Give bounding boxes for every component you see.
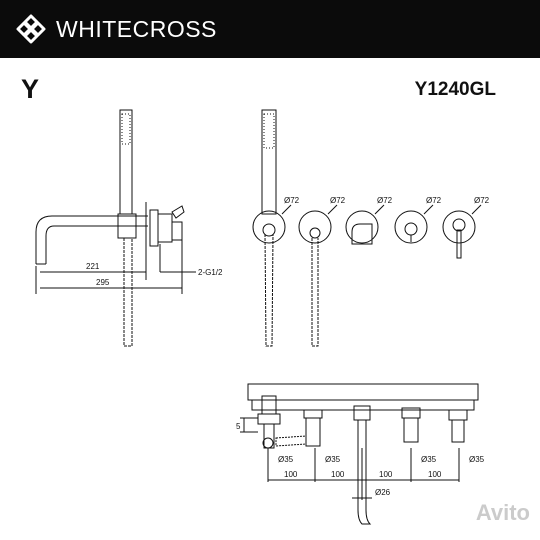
diameter-label-5: Ø72 bbox=[474, 196, 490, 205]
bottom-view bbox=[240, 383, 479, 525]
diameter-label-4: Ø72 bbox=[426, 196, 442, 205]
diameter-label-2: Ø72 bbox=[330, 196, 346, 205]
spout-diameter-label: Ø26 bbox=[375, 488, 391, 497]
front-hose bbox=[264, 233, 274, 347]
spout-inner bbox=[45, 225, 148, 264]
shower-holder bbox=[117, 213, 137, 239]
wall-plate bbox=[149, 209, 159, 247]
valve-2 bbox=[298, 210, 332, 244]
base-diameter-label-4: Ø35 bbox=[469, 455, 485, 464]
valve-1 bbox=[252, 210, 286, 244]
concealed-box bbox=[247, 383, 479, 401]
spout-outer bbox=[35, 215, 148, 264]
front-hand-shower bbox=[261, 109, 277, 215]
base-diameter-label-1: Ø35 bbox=[278, 455, 294, 464]
diameter-label-1: Ø72 bbox=[284, 196, 300, 205]
front-hose-2 bbox=[311, 238, 319, 347]
spacing-label-2: 100 bbox=[331, 470, 345, 479]
spacing-label-1: 100 bbox=[284, 470, 298, 479]
lever-handle bbox=[171, 205, 185, 219]
base-diameter-label-3: Ø35 bbox=[421, 455, 437, 464]
spacing-label-4: 100 bbox=[428, 470, 442, 479]
brand-name: WHITECROSS bbox=[56, 16, 217, 42]
hose bbox=[123, 238, 133, 347]
header-bar: WHITECROSS bbox=[0, 0, 540, 58]
diameter-label-3: Ø72 bbox=[377, 196, 393, 205]
lever-5 bbox=[456, 229, 462, 259]
dim-depth-label: 5 bbox=[236, 422, 241, 431]
model-code: Y1240GL bbox=[414, 79, 496, 100]
valve-5 bbox=[442, 210, 476, 244]
spacing-label-3: 100 bbox=[379, 470, 393, 479]
avito-watermark: Avito bbox=[475, 500, 530, 525]
dim-spout-label: 221 bbox=[86, 262, 100, 271]
dim-thread-label: 2-G1/2 bbox=[198, 268, 223, 277]
valve-3 bbox=[345, 210, 379, 244]
dim-total-label: 295 bbox=[96, 278, 110, 287]
base-diameter-label-2: Ø35 bbox=[325, 455, 341, 464]
mixer-body bbox=[157, 213, 173, 243]
hand-shower bbox=[119, 109, 133, 215]
front-view bbox=[252, 109, 482, 347]
side-view bbox=[35, 109, 196, 347]
whitecross-logo-icon bbox=[16, 14, 46, 44]
series-letter: Y bbox=[21, 74, 40, 104]
valve-4 bbox=[394, 210, 428, 244]
